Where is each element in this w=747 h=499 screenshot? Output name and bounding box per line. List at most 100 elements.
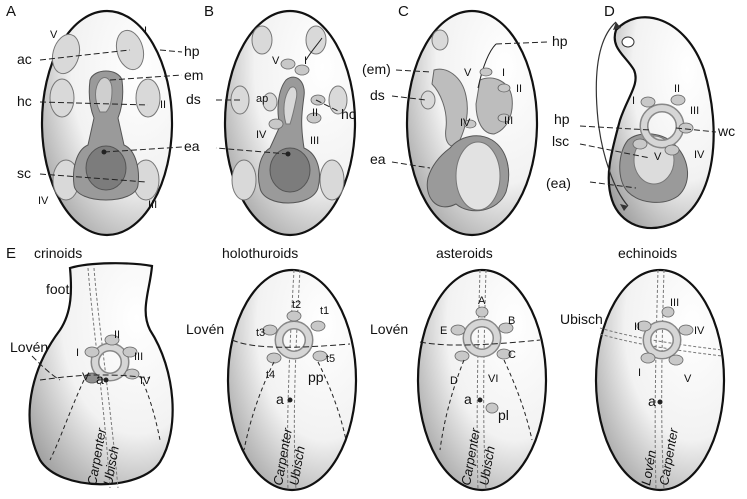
holothuroids-ubisch-axis [293,269,301,491]
panel-a-letter: A [6,3,16,20]
panel-b-coel-5 [231,159,257,201]
holothuroids-label-t2: t2 [292,299,301,311]
panel-b-lobe-2 [294,64,310,76]
echinoids-ubisch-label: Ubisch [560,311,603,327]
holothuroids-label-t1: t1 [320,305,329,317]
panel-c-ray-ii: II [516,83,522,95]
panel-a-right-hydrocoel [135,78,161,118]
echinoids-anus-dot [657,399,663,405]
asteroids-label-a: A [478,295,486,307]
echinoids-lobe-v [668,354,684,366]
panel-c-ray-iii: III [504,115,513,127]
holothuroids-t3 [262,324,278,336]
crinoids-ring-inner [92,344,128,380]
holothuroids-t4 [266,352,282,364]
panel-d-arrow-head-bottom [620,204,628,211]
panel-c-label-em: (em) [362,61,391,77]
crinoids-diagram: crinoids foot Lovén a Carpenter Ubisch I… [10,245,174,489]
crinoids-ray-iv: IV [140,375,151,387]
crinoids-loven-line [39,374,151,381]
panel-c-coel-2 [420,90,436,110]
holothuroids-t1 [310,320,326,332]
panel-c-ray-i: I [502,67,505,79]
panel-c-hp-stalk [477,43,497,89]
panel-c-letter: C [398,3,409,20]
panel-e-letter: E [6,245,16,262]
crinoids-lobe-2 [104,334,120,346]
panel-d-letter: D [604,3,615,20]
holothuroids-label-t5: t5 [326,353,335,365]
panel-c-body [455,141,501,211]
panel-d-wc-leader [675,127,717,133]
panel-d-lobe-4 [664,144,680,156]
asteroids-pl [485,402,499,414]
asteroids-diagram: asteroids Lovén a pl Carpenter Ubisch A … [370,245,548,492]
echinoids-ray-i: I [638,367,641,379]
panel-a-ea-leader [103,146,183,153]
crinoids-a-label: a [96,371,104,387]
crinoids-ray-iii: III [134,351,143,363]
panel-a: A ac hc sc hp em ea V I II IV III [6,3,203,237]
panel-b-letter-visible: B [204,3,214,20]
holothuroids-t5 [312,350,328,362]
panel-a-ray-iv: IV [38,195,49,207]
panel-a-ray-ii: II [160,99,166,111]
panel-c: C (em) ds ea hp V I II IV III [362,3,568,237]
asteroids-carpenter-axis [476,269,481,491]
panel-b-endo [269,147,311,193]
asteroids-arm-a [475,306,489,318]
asteroids-loven-label: Lovén [370,321,408,337]
holothuroids-anus-dot [287,397,293,403]
panel-a-left-axocoel [51,33,81,75]
crinoids-lobe-4 [124,368,140,380]
panel-d-ea-leader [589,181,637,189]
echinoids-lobe-ii [636,320,652,332]
asteroids-a-label: a [464,391,472,407]
panel-c-label-ds: ds [370,87,385,103]
echinoids-loven-label: Lovén [638,449,659,486]
asteroids-loven-line [419,339,541,346]
crinoids-lobe-1 [84,346,100,358]
panel-c-label-ea: ea [370,151,386,167]
holothuroids-pp-label: pp [308,369,324,385]
panel-a-label-sc: sc [17,165,31,181]
panel-b-ray-ii: II [312,107,318,119]
panel-a-ray-i: I [144,25,147,37]
panel-d-ray-iii: III [690,105,699,117]
panel-a-hc-leader [39,101,149,106]
panel-c-ea-leader [391,161,431,169]
asteroids-arm-d [454,350,470,362]
echinoids-ring-inner [644,322,680,358]
panel-d-ray-ii: II [674,83,680,95]
panel-b-label-hc: hc [341,106,356,122]
echinoids-a-label: a [648,393,656,409]
panel-b-hc-leader [315,99,341,113]
panel-b-ray-iv: IV [256,129,267,141]
panel-c-ray-v: V [464,67,472,79]
panel-a-label-ac: ac [17,51,32,67]
panel-b-coel-1 [251,25,273,55]
panel-d-arrow-head-top [613,22,621,30]
crinoids-title: crinoids [34,245,82,261]
panel-b-lobe-5 [268,118,284,130]
panel-a-em-leader [109,74,183,81]
panel-c-lobe-4 [463,119,477,129]
echinoids-carpenter-axis [661,269,665,491]
holothuroids-label-t4: t4 [266,369,275,381]
panel-c-lobe-1 [479,67,493,77]
holothuroids-a-label: a [276,391,284,407]
holothuroids-dash-right [317,361,347,441]
crinoids-loven-leader [31,355,61,381]
panel-b-coel-4 [328,85,348,115]
panel-a-embryo-mouth [95,77,113,113]
panel-a-ray-iii: III [148,199,157,211]
panel-b: A B ds ap hc V I II IV III [186,3,357,237]
panel-b-tube [283,86,298,125]
crinoids-dash-left [49,379,85,461]
panel-b-label-ap: ap [256,93,268,105]
holothuroids-carpenter-axis [286,269,295,491]
echinoids-lobe-iii [661,306,675,318]
panel-b-lobe-4 [306,112,322,124]
echinoids-ubisch-axis-1 [599,327,723,351]
echinoids-body [594,268,726,492]
